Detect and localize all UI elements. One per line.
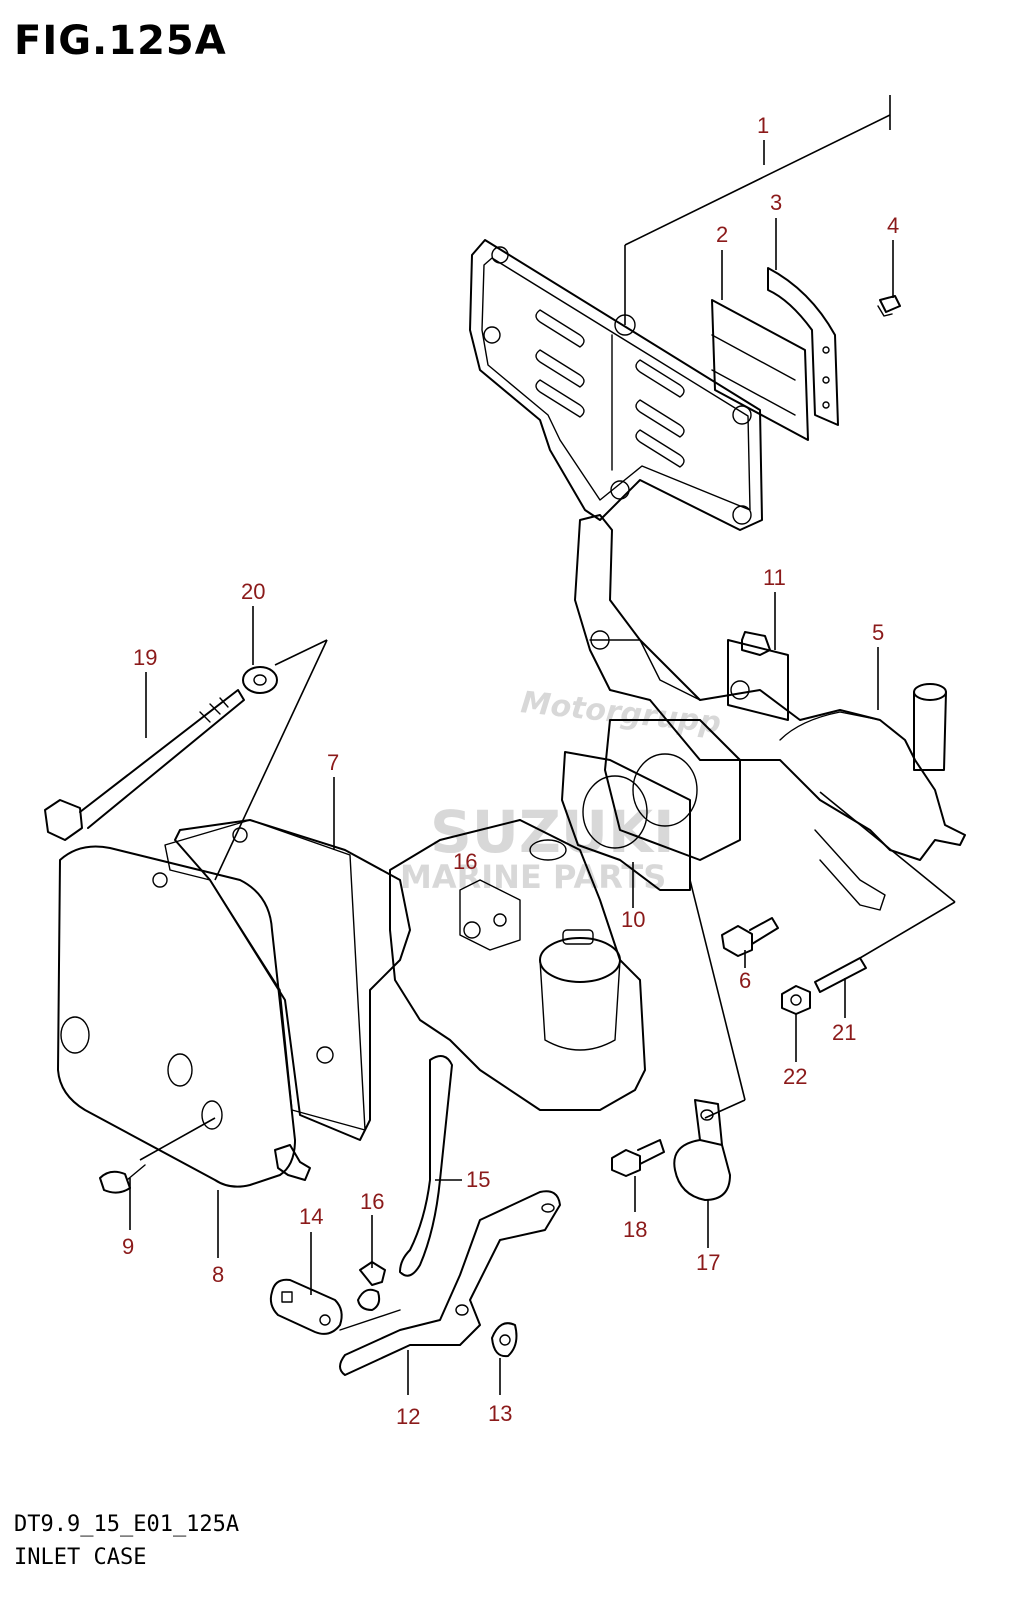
callout-labels: 1 2 3 4 5 6 7 8 9 10 11 12 13 14 15 16 1… <box>122 113 899 1429</box>
callout-19: 19 <box>133 645 157 670</box>
callout-12: 12 <box>396 1404 420 1429</box>
callout-10: 10 <box>621 907 645 932</box>
footer-diagram-code: DT9.9_15_E01_125A <box>14 1512 240 1537</box>
bolt-part <box>721 917 779 957</box>
callout-9: 9 <box>122 1234 134 1259</box>
leader-lines <box>129 95 956 1395</box>
long-bolt-part <box>44 689 245 841</box>
inlet-case-part <box>574 514 966 911</box>
callout-18: 18 <box>623 1217 647 1242</box>
callout-21: 21 <box>832 1020 856 1045</box>
carburetor-part <box>389 819 646 1111</box>
callout-14: 14 <box>299 1204 323 1229</box>
callout-15: 15 <box>466 1167 490 1192</box>
silencer-cover-part <box>57 845 311 1188</box>
callout-17: 17 <box>696 1250 720 1275</box>
callout-5: 5 <box>872 620 884 645</box>
callout-6: 6 <box>739 968 751 993</box>
stud-bolt-part <box>814 957 867 993</box>
callout-3: 3 <box>770 190 782 215</box>
reed-stopper-part <box>767 267 839 426</box>
callout-7: 7 <box>327 750 339 775</box>
lock-nut-part <box>491 1322 518 1358</box>
fuel-hose-part <box>399 1055 453 1277</box>
callout-13: 13 <box>488 1401 512 1426</box>
figure-title: FIG.125A <box>14 18 227 64</box>
callout-16-lower: 16 <box>360 1189 384 1214</box>
footer-diagram-name: INLET CASE <box>14 1545 147 1570</box>
reed-part <box>711 299 809 441</box>
hose-clip-part <box>357 1261 386 1311</box>
watermark: Motorgrupp SUZUKI MARINE PARTS <box>400 685 723 896</box>
callout-1: 1 <box>757 113 769 138</box>
silencer-case-part <box>164 819 411 1141</box>
callout-8: 8 <box>212 1262 224 1287</box>
callout-16-upper: 16 <box>453 849 477 874</box>
nut-part <box>781 985 811 1015</box>
plate-part <box>269 1278 343 1335</box>
callout-2: 2 <box>716 222 728 247</box>
washer-part <box>242 666 278 694</box>
clamp-part <box>673 1099 731 1201</box>
gasket-part <box>561 719 741 891</box>
reed-valve-gasket-part <box>469 239 763 531</box>
callout-20: 20 <box>241 579 265 604</box>
callout-11: 11 <box>763 565 786 590</box>
watermark-marine-parts: MARINE PARTS <box>400 858 666 896</box>
callout-22: 22 <box>783 1064 807 1089</box>
sensor-clip-part <box>727 631 789 721</box>
clamp-bolt-part <box>611 1139 665 1177</box>
tapping-screw-part <box>99 1164 146 1194</box>
screw-part <box>877 295 901 317</box>
bracket-part <box>339 1190 561 1376</box>
callout-4: 4 <box>887 213 899 238</box>
